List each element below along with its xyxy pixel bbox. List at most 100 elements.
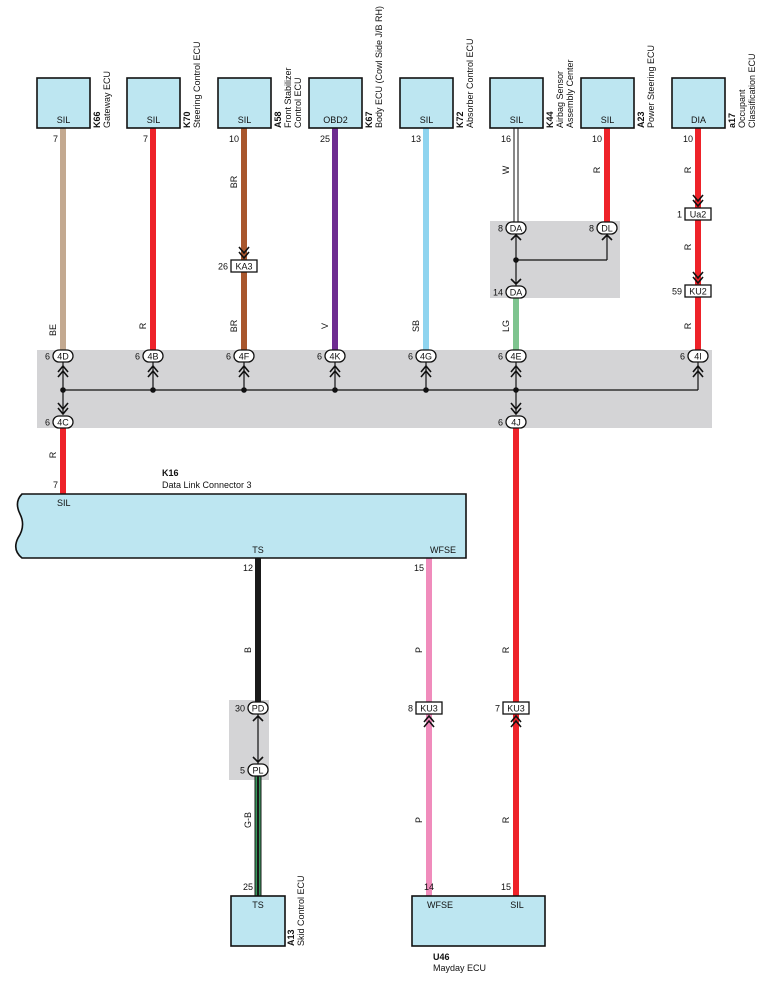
junction-dot	[241, 387, 247, 393]
airbag-ecu-box	[489, 77, 544, 129]
connector-pin: 6	[680, 352, 685, 362]
ecu-code: K66	[92, 111, 102, 128]
junction-connector-4g	[415, 349, 437, 363]
chevron-up-icon	[423, 714, 435, 728]
chevron-up-icon	[510, 714, 522, 728]
connector-pin: 6	[408, 352, 413, 362]
steering-ecu-box	[126, 77, 181, 129]
ecu-name-line-1: Occupant	[737, 89, 747, 128]
wire-color-label: R	[501, 646, 511, 653]
connector-pin: 6	[498, 352, 503, 362]
chevron-down-icon	[57, 402, 69, 416]
connector-ku2	[684, 284, 712, 298]
wire-color-label: BR	[229, 319, 239, 332]
ecu-name-line-2: Control ECU	[293, 77, 303, 128]
dlc-port-sil: SIL	[57, 498, 71, 508]
junction-dot	[513, 257, 519, 263]
chevron-up-icon	[329, 364, 341, 378]
connector-pin: 6	[45, 418, 50, 428]
chevron-up-icon	[147, 364, 159, 378]
connector-pin: 6	[317, 352, 322, 362]
connector-id: Ua2	[690, 210, 707, 220]
skid-pin: 25	[243, 882, 253, 892]
ecu-name-line-1: Airbag Sensor	[555, 71, 565, 128]
ecu-name: Power Steering ECU	[646, 45, 656, 128]
absorber-ecu-box	[399, 77, 454, 129]
wire-color-label: BE	[48, 324, 58, 336]
chevron-down-icon	[252, 756, 264, 764]
junction-connector-4c	[52, 415, 74, 429]
skid-control-ecu-box	[230, 895, 286, 947]
ecu-name-line-2: Classification ECU	[747, 53, 757, 128]
chevron-up-icon	[57, 364, 69, 378]
chevron-down-icon	[510, 278, 522, 286]
skid-name: Skid Control ECU	[296, 875, 306, 946]
junction-dot	[150, 387, 156, 393]
connector-id: DL	[601, 224, 613, 234]
connector-id: 4F	[239, 352, 250, 362]
pin-number: 16	[501, 134, 511, 144]
mayday-name: Mayday ECU	[433, 963, 486, 973]
chevron-up-icon	[238, 364, 250, 378]
chevron-up-icon	[420, 364, 432, 378]
port-label: SIL	[238, 115, 252, 125]
wire-color-label: SB	[411, 320, 421, 332]
wire-color-label: BR	[229, 175, 239, 188]
dlc-pin-sil: 7	[53, 480, 58, 490]
ecu-name-line-1: Front Stabilizer	[283, 67, 293, 128]
ecu-code: a17	[727, 113, 737, 128]
port-label: DIA	[691, 115, 706, 125]
wire-color-label: R	[683, 322, 693, 329]
data-link-connector-box	[14, 493, 467, 559]
junction-dot	[423, 387, 429, 393]
connector-pin: 6	[135, 352, 140, 362]
wire-color-label: R	[592, 166, 602, 173]
junction-block-area	[37, 350, 712, 428]
wire-color-label: P	[414, 817, 424, 823]
ecu-name-line-2: Assembly Center	[565, 59, 575, 128]
connector-pin: 8	[408, 704, 413, 714]
wire-color-label: R	[48, 451, 58, 458]
power-steering-ecu-box	[580, 77, 635, 129]
port-label: SIL	[420, 115, 434, 125]
connector-id: PL	[252, 766, 263, 776]
chevron-up-icon	[510, 233, 522, 241]
junction-connector-4f	[233, 349, 255, 363]
ecu-code: K44	[545, 111, 555, 128]
connector-pin: 8	[498, 224, 503, 234]
ecu-code: K72	[455, 111, 465, 128]
connector-id: KU3	[420, 704, 438, 714]
port-label: SIL	[57, 115, 71, 125]
pin-number: 13	[411, 134, 421, 144]
connector-pin: 5	[240, 766, 245, 776]
pin-number: 7	[53, 134, 58, 144]
ecu-name: Absorber Control ECU	[465, 38, 475, 128]
wire-color-label: V	[320, 323, 330, 329]
chevron-down-icon	[238, 246, 250, 260]
connector-pin: 6	[498, 418, 503, 428]
occupant-ecu-box	[671, 77, 726, 129]
chevron-up-icon	[510, 364, 522, 378]
connector-ka3	[230, 259, 258, 273]
connector-pd	[247, 701, 269, 715]
mayday-pin-wfse: 14	[424, 882, 434, 892]
junction-connector-4e	[505, 349, 527, 363]
skid-port: TS	[252, 900, 264, 910]
connector-pin: 1	[677, 210, 682, 220]
chevron-up-icon	[692, 364, 704, 378]
connector-pin: 8	[589, 224, 594, 234]
stabilizer-ecu-box	[217, 77, 272, 129]
wire-color-label: G-B	[243, 812, 253, 828]
connector-pin: 59	[672, 287, 682, 297]
connector-id: KA3	[235, 262, 252, 272]
chevron-down-icon	[510, 402, 522, 416]
ecu-name: Body ECU (Cowl Side J/B RH)	[374, 6, 384, 128]
ecu-code: K67	[364, 111, 374, 128]
junction-dot	[332, 387, 338, 393]
connector-id: 4D	[57, 352, 69, 362]
connector-id: 4E	[510, 352, 521, 362]
port-label: SIL	[510, 115, 524, 125]
wire-color-label: B	[243, 647, 253, 653]
mayday-port-wfse: WFSE	[427, 900, 453, 910]
connector-id: KU2	[689, 287, 707, 297]
